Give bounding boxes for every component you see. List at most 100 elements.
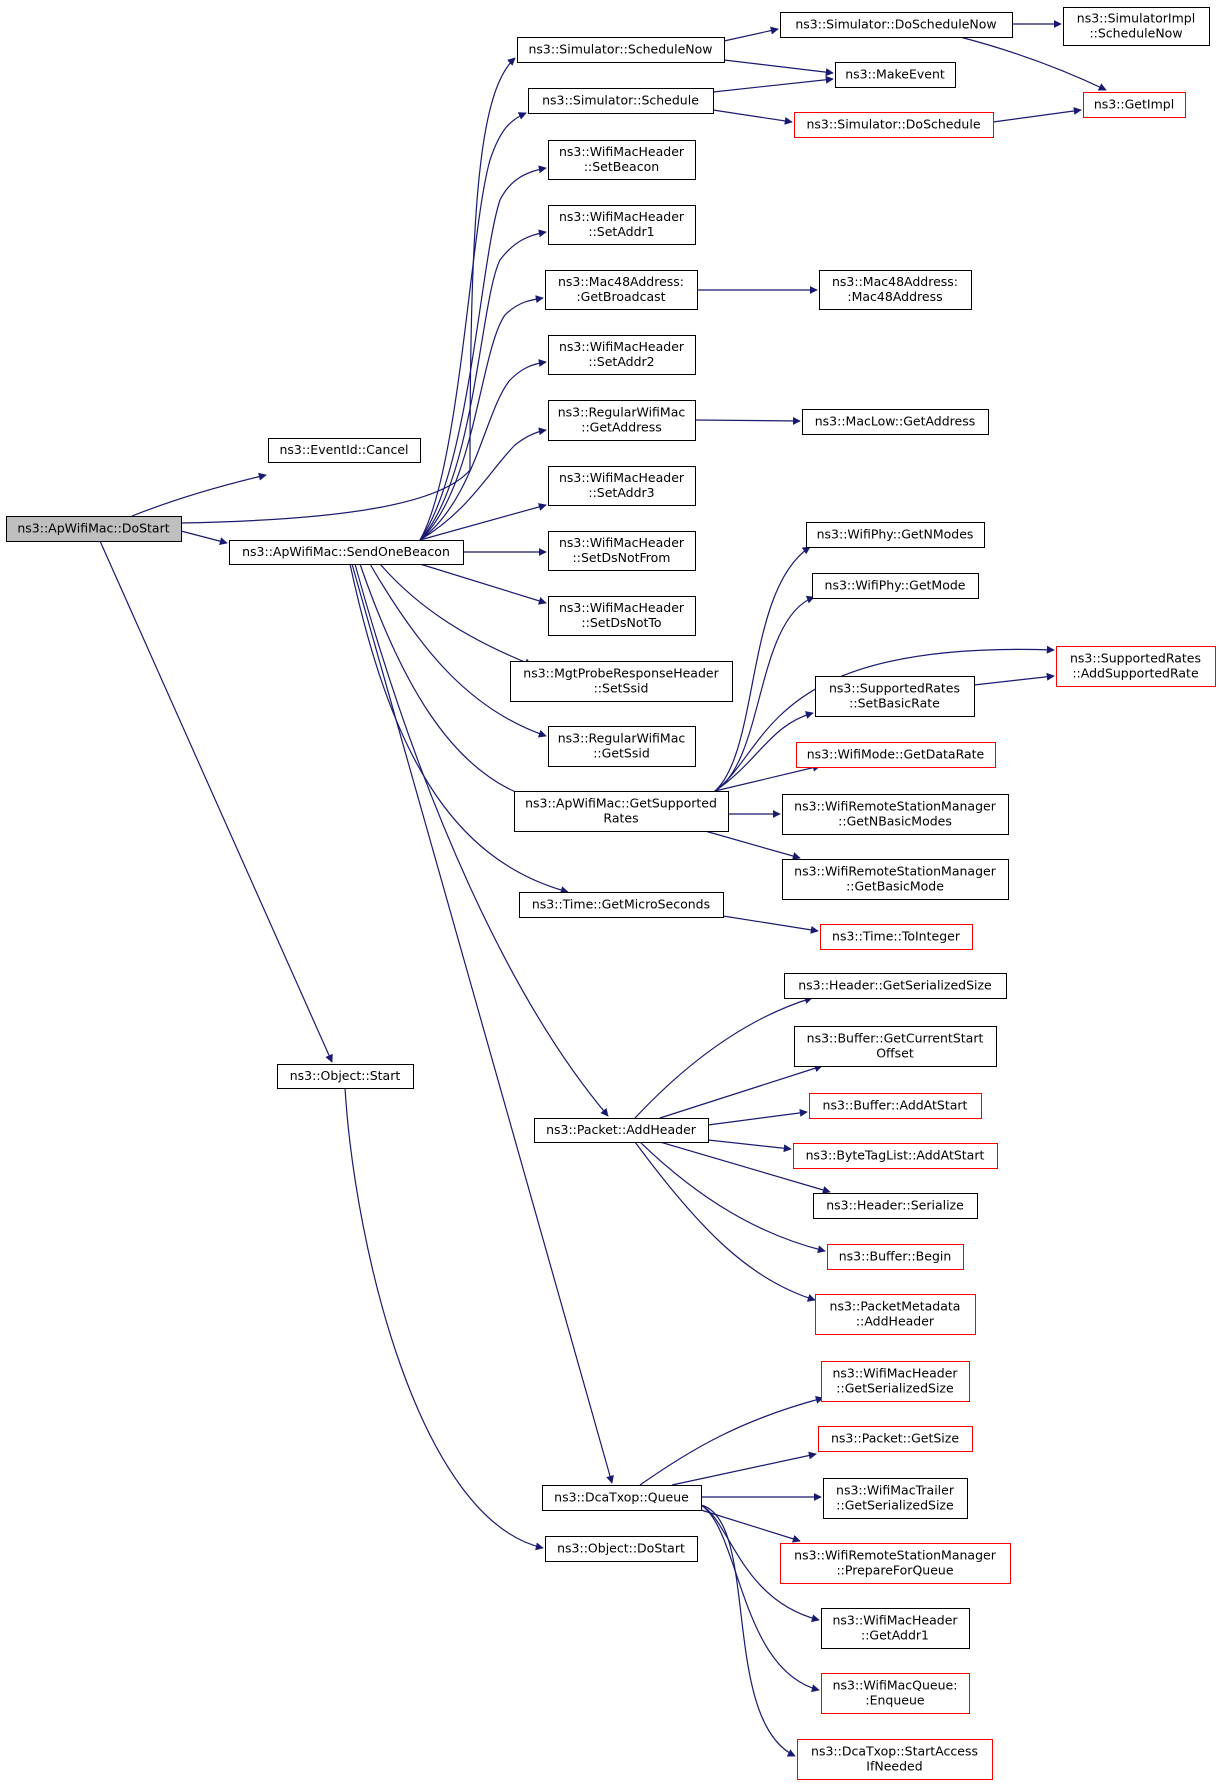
function-node-box xyxy=(548,531,696,571)
call-edge-n2-n18 xyxy=(354,563,609,1117)
function-node[interactable]: ns3::PacketMetadata::AddHeader xyxy=(815,1294,976,1335)
function-node-box xyxy=(548,596,696,636)
function-node-box xyxy=(784,973,1007,999)
function-node-label: ns3::WifiMacQueue: xyxy=(833,1678,958,1693)
function-node-box xyxy=(794,1026,997,1067)
function-node[interactable]: ns3::Buffer::Begin xyxy=(827,1244,964,1270)
function-node-box xyxy=(823,1478,968,1519)
function-node[interactable]: ns3::WifiMacHeader::SetDsNotTo xyxy=(548,596,696,636)
function-node[interactable]: ns3::RegularWifiMac::GetAddress xyxy=(548,400,696,441)
function-node[interactable]: ns3::SupportedRates::AddSupportedRate xyxy=(1056,646,1216,687)
call-edge-n19-n43 xyxy=(639,1395,824,1486)
function-node-label: ::SetSsid xyxy=(594,681,649,696)
call-edge-n4-n22 xyxy=(723,59,834,77)
function-node[interactable]: ns3::WifiMacHeader::GetSerializedSize xyxy=(821,1361,970,1402)
function-node[interactable]: ns3::Simulator::DoScheduleNow xyxy=(780,12,1013,38)
function-node-label: ns3::DcaTxop::Queue xyxy=(554,1490,689,1505)
function-node[interactable]: ns3::DcaTxop::Queue xyxy=(542,1485,702,1511)
function-node-box xyxy=(268,438,421,463)
function-node-label: ns3::Simulator::ScheduleNow xyxy=(528,42,712,57)
function-node[interactable]: ns3::Mac48Address::Mac48Address xyxy=(819,270,972,310)
function-node-label: ns3::Time::GetMicroSeconds xyxy=(532,897,710,912)
call-edge-n16-n29 xyxy=(714,595,815,792)
function-node-label: ::GetSsid xyxy=(593,746,650,761)
function-node[interactable]: ns3::Header::GetSerializedSize xyxy=(784,973,1007,999)
function-node-label: ::SetAddr3 xyxy=(588,485,654,500)
function-node-label: ::GetAddress xyxy=(581,420,661,435)
function-node[interactable]: ns3::MgtProbeResponseHeader::SetSsid xyxy=(510,661,733,702)
call-edge-n2-n10 xyxy=(419,427,547,541)
function-node[interactable]: ns3::MakeEvent xyxy=(835,62,956,88)
function-node[interactable]: ns3::Time::ToInteger xyxy=(820,924,973,950)
function-node-label: Offset xyxy=(876,1046,914,1061)
function-node-label: ns3::MgtProbeResponseHeader xyxy=(523,666,719,681)
function-node-box xyxy=(545,1536,698,1562)
function-node[interactable]: ns3::WifiRemoteStationManager::GetBasicM… xyxy=(782,859,1009,900)
function-node[interactable]: ns3::Mac48Address::GetBroadcast xyxy=(545,270,698,310)
function-node-label: ns3::ApWifiMac::DoStart xyxy=(17,521,169,536)
function-node[interactable]: ns3::RegularWifiMac::GetSsid xyxy=(548,726,696,767)
call-edge-n19-n47 xyxy=(700,1504,820,1623)
function-node-box xyxy=(780,1543,1011,1584)
function-node[interactable]: ns3::ApWifiMac::SendOneBeacon xyxy=(229,540,464,565)
call-nodes: ns3::ApWifiMac::DoStart ns3::EventId::Can… xyxy=(6,7,1216,1780)
function-node-box xyxy=(1083,92,1186,118)
function-node[interactable]: ns3::EventId::Cancel xyxy=(268,438,421,463)
function-node-label: ::AddSupportedRate xyxy=(1072,666,1199,681)
function-node[interactable]: ns3::SimulatorImpl::ScheduleNow xyxy=(1063,7,1210,46)
function-node-label: ns3::WifiMacTrailer xyxy=(836,1483,955,1498)
function-node[interactable]: ns3::MacLow::GetAddress xyxy=(802,409,989,435)
function-node[interactable]: ns3::WifiMacQueue::Enqueue xyxy=(821,1673,970,1714)
function-node[interactable]: ns3::WifiMacHeader::SetAddr2 xyxy=(548,335,696,375)
function-node[interactable]: ns3::Simulator::ScheduleNow xyxy=(517,37,725,63)
function-node[interactable]: ns3::Buffer::AddAtStart xyxy=(809,1093,982,1119)
function-node[interactable]: ns3::WifiMacHeader::SetAddr1 xyxy=(548,205,696,245)
call-edge-n16-n32 xyxy=(714,763,821,792)
function-node[interactable]: ns3::WifiMode::GetDataRate xyxy=(796,742,996,768)
function-node-label: ns3::Object::Start xyxy=(290,1068,401,1083)
function-node[interactable]: ns3::Simulator::Schedule xyxy=(528,88,714,114)
function-node[interactable]: ns3::SupportedRates::SetBasicRate xyxy=(815,676,975,717)
function-node[interactable]: ns3::Packet::AddHeader xyxy=(534,1118,709,1143)
function-node[interactable]: ns3::Simulator::DoSchedule xyxy=(794,112,994,138)
function-node-label: ns3::SupportedRates xyxy=(829,681,960,696)
function-node-box xyxy=(818,1426,973,1452)
function-node[interactable]: ns3::WifiRemoteStationManager::GetNBasic… xyxy=(782,794,1009,835)
function-node[interactable]: ns3::WifiPhy::GetMode xyxy=(812,573,979,599)
function-node[interactable]: ns3::ByteTagList::AddAtStart xyxy=(793,1143,998,1169)
function-node-box xyxy=(528,88,714,114)
function-node-box xyxy=(806,522,985,548)
function-node-label: ns3::WifiMacHeader xyxy=(832,1613,958,1628)
function-node[interactable]: ns3::GetImpl xyxy=(1083,92,1186,118)
function-node-label: ns3::WifiMacHeader xyxy=(559,535,685,550)
function-node[interactable]: ns3::WifiMacHeader::SetAddr3 xyxy=(548,466,696,506)
function-node[interactable]: ns3::WifiRemoteStationManager::PrepareFo… xyxy=(780,1543,1011,1584)
function-node[interactable]: ns3::ApWifiMac::DoStart xyxy=(6,516,182,542)
function-node-label: ::SetBeacon xyxy=(584,159,659,174)
function-node[interactable]: ns3::WifiMacHeader::GetAddr1 xyxy=(821,1608,970,1649)
function-node-label: ::GetBasicMode xyxy=(846,879,944,894)
function-node[interactable]: ns3::WifiMacTrailer::GetSerializedSize xyxy=(823,1478,968,1519)
function-node-box xyxy=(793,1143,998,1169)
function-node[interactable]: ns3::Time::GetMicroSeconds xyxy=(519,892,724,918)
function-node[interactable]: ns3::WifiMacHeader::SetBeacon xyxy=(548,140,696,180)
function-node-box xyxy=(782,794,1009,835)
function-node[interactable]: ns3::WifiPhy::GetNModes xyxy=(806,522,985,548)
function-node-box xyxy=(514,791,729,832)
call-edge-n17-n35 xyxy=(722,915,819,934)
function-node-box xyxy=(780,12,1013,38)
call-edge-n16-n34 xyxy=(704,830,801,860)
function-node[interactable]: ns3::Object::Start xyxy=(277,1064,414,1089)
function-node-label: ns3::RegularWifiMac xyxy=(558,405,686,420)
function-node[interactable]: ns3::WifiMacHeader::SetDsNotFrom xyxy=(548,531,696,571)
function-node-box xyxy=(548,205,696,245)
function-node-box xyxy=(545,270,698,310)
function-node-label: ns3::Simulator::DoSchedule xyxy=(806,117,980,132)
function-node[interactable]: ns3::Header::Serialize xyxy=(813,1193,978,1219)
function-node[interactable]: ns3::Object::DoStart xyxy=(545,1536,698,1562)
function-node[interactable]: ns3::Packet::GetSize xyxy=(818,1426,973,1452)
